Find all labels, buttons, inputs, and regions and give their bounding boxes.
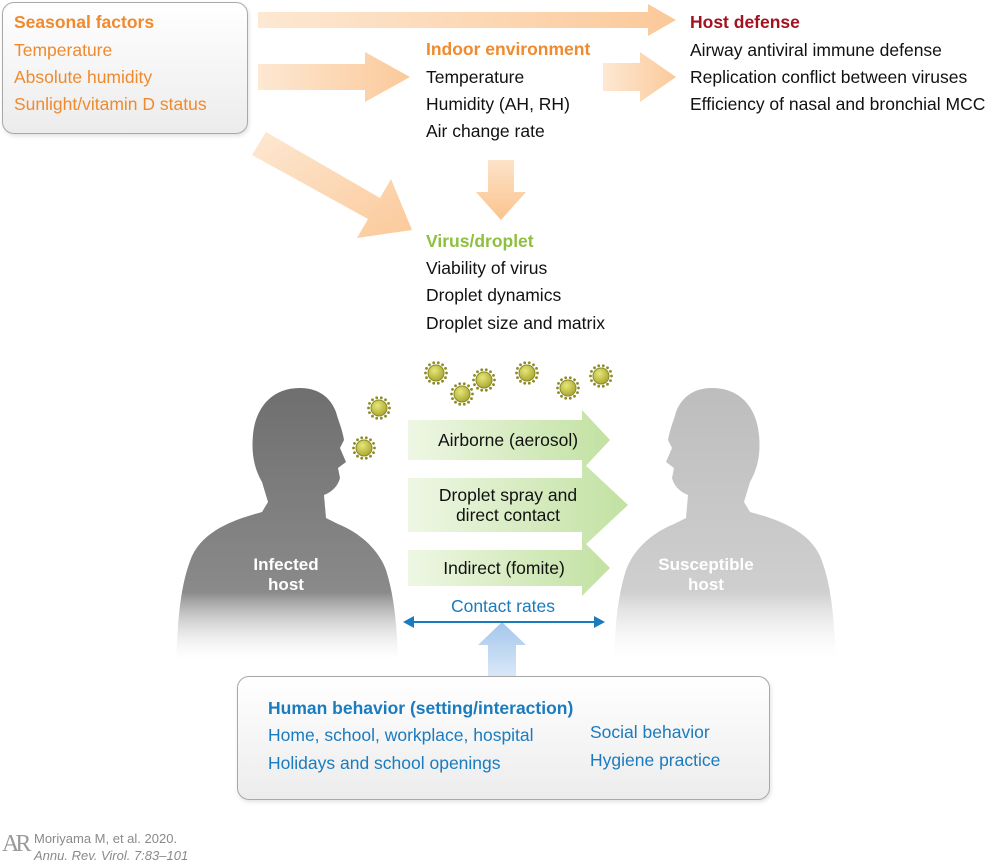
virus-droplet-title: Virus/droplet: [426, 231, 534, 251]
infected-host-label-line1: Infected: [253, 555, 319, 574]
contact-rates-arrow: [403, 616, 605, 628]
seasonal-factors-box: [2, 2, 248, 134]
infected-host-label-line2: host: [268, 575, 304, 594]
arrow-indoor-to-host-defense: [603, 52, 676, 102]
host-defense-title: Host defense: [690, 12, 800, 32]
virus-particle-icon: [367, 396, 391, 420]
arrow-behavior-up: [478, 622, 526, 678]
host-defense-item-immune: Airway antiviral immune defense: [690, 40, 942, 60]
seasonal-item-sunlight: Sunlight/vitamin D status: [14, 94, 207, 114]
indoor-environment-title: Indoor environment: [426, 39, 591, 59]
seasonal-item-temperature: Temperature: [14, 40, 113, 60]
virus-particle-icon: [515, 361, 539, 385]
virus-particles: [352, 361, 613, 460]
citation-line2: Annu. Rev. Virol. 7:83–101: [34, 848, 189, 863]
ar-logo: AR: [2, 831, 31, 857]
human-behavior-title: Human behavior (setting/interaction): [268, 698, 574, 718]
susceptible-host-silhouette: [614, 388, 836, 660]
host-defense-item-replication: Replication conflict between viruses: [690, 67, 968, 87]
virus-particle-icon: [352, 436, 376, 460]
droplet-spray-label-line1: Droplet spray and: [438, 485, 578, 505]
virus-particle-icon: [424, 361, 448, 385]
arrow-seasonal-to-host-defense: [258, 4, 676, 36]
indoor-item-air-change: Air change rate: [426, 121, 545, 141]
behavior-item-social: Social behavior: [590, 722, 710, 742]
indirect-label: Indirect (fomite): [443, 558, 565, 578]
arrow-seasonal-to-indoor: [258, 52, 410, 102]
droplet-spray-label-line2: direct contact: [455, 505, 561, 525]
virus-particle-icon: [450, 382, 474, 406]
indoor-item-humidity: Humidity (AH, RH): [426, 94, 570, 114]
host-defense-item-mcc: Efficiency of nasal and bronchial MCC: [690, 94, 986, 114]
human-behavior-box: [237, 676, 770, 800]
virus-item-size: Droplet size and matrix: [426, 313, 605, 333]
airborne-label: Airborne (aerosol): [437, 430, 579, 450]
arrow-droplet-spray: [408, 462, 628, 548]
virus-item-dynamics: Droplet dynamics: [426, 285, 562, 305]
behavior-item-settings: Home, school, workplace, hospital: [268, 725, 534, 745]
susceptible-host-label-line1: Susceptible: [658, 555, 754, 574]
arrow-seasonal-to-virus: [252, 132, 412, 238]
indoor-item-temperature: Temperature: [426, 67, 525, 87]
behavior-item-holidays: Holidays and school openings: [268, 753, 501, 773]
arrow-airborne: [408, 410, 610, 470]
infected-host-silhouette: [176, 388, 398, 660]
seasonal-item-humidity: Absolute humidity: [14, 67, 153, 87]
virus-particle-icon: [589, 364, 613, 388]
arrow-indirect: [408, 540, 610, 596]
citation-line1: Moriyama M, et al. 2020.: [34, 831, 178, 846]
virus-particle-icon: [556, 376, 580, 400]
arrow-indoor-to-virus: [476, 160, 526, 220]
contact-rates-label: Contact rates: [450, 596, 556, 616]
virus-particle-icon: [472, 368, 496, 392]
virus-item-viability: Viability of virus: [426, 258, 548, 278]
susceptible-host-label-line2: host: [688, 575, 724, 594]
behavior-item-hygiene: Hygiene practice: [590, 750, 721, 770]
seasonal-factors-title: Seasonal factors: [14, 12, 155, 32]
